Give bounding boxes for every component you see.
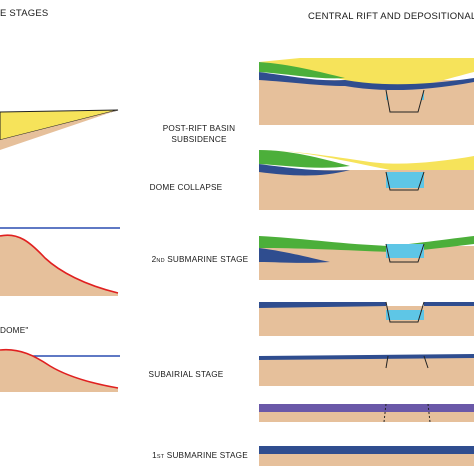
label-post-rift-line1: POST-RIFT BASIN (163, 124, 235, 133)
right-purple-layer-6 (259, 404, 474, 412)
left-base-1 (0, 110, 118, 150)
right-panel-1st-submarine (259, 446, 474, 466)
right-panel-2nd-submarine (259, 236, 474, 280)
left-panel-2nd-submarine (0, 227, 120, 296)
right-rift-fill-2 (386, 172, 424, 188)
label-1st-submarine: 1ST SUBMARINE STAGE (152, 451, 248, 460)
right-fault-left-6 (383, 403, 387, 423)
right-yellow-fill-2 (259, 150, 474, 170)
right-rift-graben-3 (385, 243, 425, 263)
right-green-layer-1 (259, 62, 345, 79)
right-blue-layer-7 (259, 446, 474, 454)
left-header: E STAGES (0, 8, 48, 19)
left-dome-outline-2 (0, 348, 119, 389)
right-fault-right-6 (427, 403, 431, 423)
right-blue-layer-4 (259, 302, 386, 308)
right-panel-subaerial (259, 354, 474, 386)
right-base-6 (259, 412, 474, 422)
right-rift-graben-2 (385, 171, 425, 191)
left-dome-outline-1 (0, 234, 119, 294)
right-fault-left-5 (385, 355, 389, 369)
left-dome-label: DOME" (0, 326, 28, 335)
left-panel-subaerial (0, 348, 120, 392)
right-rift-graben-1 (385, 89, 425, 113)
right-fault-right-5 (423, 355, 429, 369)
right-panel-layers (259, 403, 474, 423)
left-dome-body-1 (0, 235, 118, 296)
right-yellow-fill-1 (259, 58, 474, 88)
right-base-7 (259, 454, 474, 466)
right-rift-fill-4 (386, 310, 424, 320)
right-rift-fill-3 (386, 244, 424, 258)
left-dome-body-2 (0, 349, 118, 392)
right-panel-dome-uplift (259, 301, 474, 336)
label-2nd-submarine: 2ND SUBMARINE STAGE (152, 255, 249, 264)
right-green-layer-2 (259, 150, 350, 168)
right-base-4 (259, 306, 474, 336)
right-blue-layer-4b (424, 302, 474, 306)
right-rift-graben-4 (385, 301, 425, 323)
right-panel-post-rift (259, 58, 474, 125)
right-header: CENTRAL RIFT AND DEPOSITIONAL (308, 11, 474, 22)
label-subaerial: SUBAIRIAL STAGE (149, 370, 224, 379)
right-blue-layer-5 (259, 354, 474, 360)
right-blue-layer-3 (259, 248, 330, 263)
label-dome-collapse: DOME COLLAPSE (150, 183, 223, 192)
right-panel-dome-collapse (259, 150, 474, 210)
label-post-rift-line2: SUBSIDENCE (171, 135, 227, 144)
right-base-2 (259, 170, 474, 210)
right-blue-layer-1 (259, 72, 474, 91)
right-base-3 (259, 246, 474, 280)
right-blue-layer-2 (259, 164, 350, 176)
left-panel-post-rift (0, 109, 119, 150)
right-base-5 (259, 358, 474, 386)
